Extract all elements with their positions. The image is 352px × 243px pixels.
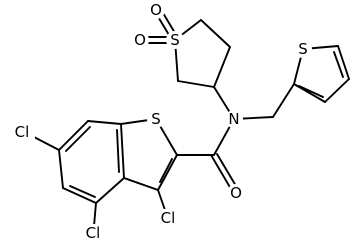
- atom-benzothiophene-s: S: [147, 110, 165, 128]
- cl-3-label: Cl: [161, 209, 176, 227]
- bond-c4-cl: [93, 202, 97, 227]
- atom-cl-4: Cl: [80, 224, 106, 242]
- bond-c6-cl: [33, 136, 60, 151]
- atom-amide-n: N: [225, 110, 243, 128]
- atom-cl-6: Cl: [9, 123, 35, 141]
- bond-bz-c7-c6: [58, 120, 89, 151]
- bond-bt-c3-c2: [157, 154, 178, 191]
- thiophene-s-label: S: [298, 40, 308, 58]
- sulfone-o-left-label: O: [134, 31, 146, 49]
- bond-c3-c4: [213, 46, 231, 88]
- bond-bz-c5-c4: [62, 187, 97, 204]
- bond-bz-c4-c3a: [95, 177, 125, 204]
- bond-bt-c3a-c3: [123, 177, 159, 191]
- atom-cl-3: Cl: [155, 209, 181, 227]
- bond-th-c4-c3: [324, 78, 350, 103]
- bond-th-c5-c4: [337, 45, 350, 80]
- bond-ch2-th-c2: [272, 83, 295, 118]
- bond-bz-inner-2: [69, 185, 96, 198]
- bond-th-c4-c5-inner: [333, 51, 344, 78]
- carbonyl-o-label: O: [230, 184, 242, 202]
- bond-bt-c7a-c3a: [120, 123, 125, 179]
- bond-bz-inner-1: [65, 126, 91, 152]
- bond-th-c2-c3-inner: [298, 85, 324, 98]
- sulfone-s-label: S: [170, 31, 180, 49]
- atom-sulfone-s: S: [166, 31, 184, 49]
- bond-co-double-1: [210, 154, 232, 190]
- bond-bz-c7a-c7: [87, 120, 122, 125]
- amide-n-label: N: [228, 110, 239, 128]
- bond-bz-c6-c5: [58, 149, 64, 189]
- atom-carbonyl-o: O: [227, 184, 245, 202]
- bond-bt-c3-c2-inner: [159, 158, 173, 183]
- bond-c2-c3: [200, 19, 231, 48]
- bond-bz-inner-3: [116, 129, 120, 173]
- cl-6-label: Cl: [15, 123, 30, 141]
- cl-4-label: Cl: [86, 224, 101, 242]
- atom-sulfone-o-left: O: [131, 31, 149, 49]
- benzothiophene-s-label: S: [151, 110, 161, 128]
- sulfone-o-top-label: O: [150, 1, 162, 19]
- bond-c4-c5: [177, 80, 215, 88]
- atom-thiophene-s: S: [294, 40, 312, 58]
- atom-sulfone-o-top: O: [147, 1, 165, 19]
- atom-label-layer: S O O N O S S Cl: [9, 1, 312, 242]
- bond-co-double-2: [216, 153, 237, 187]
